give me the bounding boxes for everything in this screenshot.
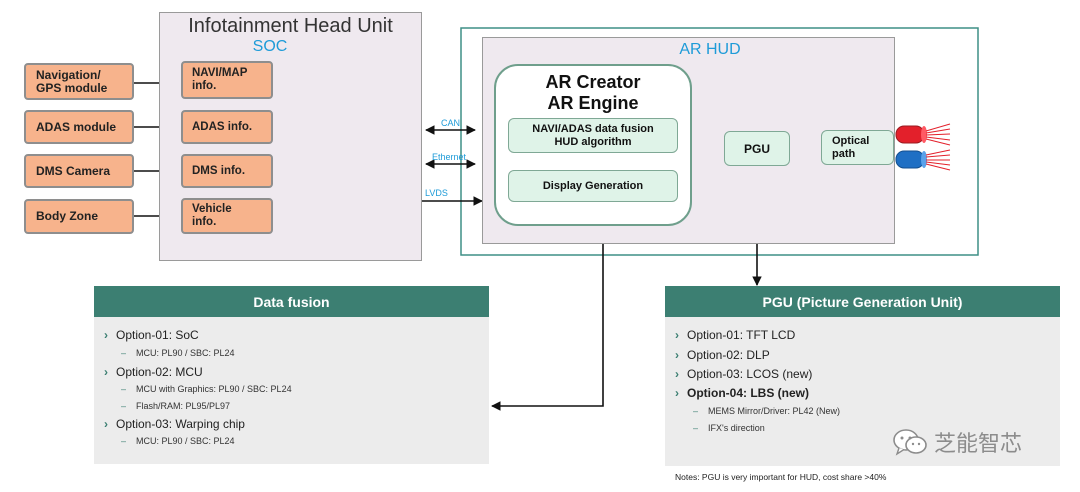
chevron-right-icon: ›: [104, 365, 108, 379]
watermark-text: 芝能智芯: [934, 432, 1023, 457]
soc-vehicle-info: Vehicle info.: [181, 198, 273, 234]
dash-icon: –: [693, 406, 699, 416]
lvds-bus-label: LVDS: [425, 188, 448, 198]
ar-hud-title: AR HUD: [679, 41, 741, 58]
soc-adas-info: ADAS info.: [181, 110, 273, 144]
soc-label: SOC: [252, 38, 288, 55]
dms-camera-module: DMS Camera: [24, 154, 134, 188]
pgu-option-4: › Option-04: LBS (new): [675, 386, 809, 400]
data-fusion-option-3-sub-1: –MCU: PL90 / SBC: PL24: [121, 436, 235, 446]
option-label: Option-01: TFT LCD: [687, 328, 796, 342]
data-fusion-option-2: › Option-02: MCU: [104, 365, 203, 379]
red-laser-emitter-icon: [895, 123, 951, 146]
chevron-right-icon: ›: [675, 348, 679, 362]
display-generation-label: Display Generation: [542, 180, 644, 192]
option-label: Option-01: SoC: [116, 328, 199, 342]
sub-label: MCU with Graphics: PL90 / SBC: PL24: [136, 384, 292, 394]
head-unit-title: Infotainment Head Unit: [188, 15, 393, 37]
option-label: Option-03: LCOS (new): [687, 367, 813, 381]
blue-laser-emitter-icon: [895, 149, 951, 171]
dash-icon: –: [121, 348, 127, 358]
display-generation-box: Display Generation: [508, 170, 678, 202]
soc-dms-info-label: DMS info.: [192, 164, 246, 177]
optical-path-box: Optical path: [821, 130, 894, 165]
watermark: 芝能智芯: [892, 426, 1022, 458]
option-label: Option-02: MCU: [116, 365, 203, 379]
soc-navi-map-info: NAVI/MAP info.: [181, 61, 273, 99]
chevron-right-icon: ›: [675, 367, 679, 381]
pgu-option-3: › Option-03: LCOS (new): [675, 367, 812, 381]
ar-engine-title: AR Engine: [547, 93, 639, 113]
wechat-icon: [893, 429, 927, 456]
option-label: Option-03: Warping chip: [116, 417, 245, 431]
dash-icon: –: [121, 384, 127, 394]
data-fusion-header: Data fusion: [94, 286, 489, 317]
body-zone-module: Body Zone: [24, 199, 134, 234]
dms-camera-label: DMS Camera: [36, 163, 111, 178]
data-fusion-option-2-sub-2: –Flash/RAM: PL95/PL97: [121, 401, 230, 411]
pgu-panel-header: PGU (Picture Generation Unit): [665, 286, 1060, 317]
body-zone-label: Body Zone: [36, 209, 98, 223]
soc-dms-info: DMS info.: [181, 154, 273, 188]
data-fusion-header-label: Data fusion: [253, 293, 330, 310]
data-fusion-option-1: › Option-01: SoC: [104, 328, 199, 342]
adas-module: ADAS module: [24, 110, 134, 144]
pgu-option-4-sub-2: –IFX's direction: [693, 423, 765, 433]
data-fusion-option-3: › Option-03: Warping chip: [104, 417, 245, 431]
option-label: Option-02: DLP: [687, 348, 770, 362]
pgu-option-4-sub-1: –MEMS Mirror/Driver: PL42 (New): [693, 406, 840, 416]
soc-vehicle-info-label: Vehicle info.: [192, 203, 232, 228]
chevron-right-icon: ›: [104, 328, 108, 342]
chevron-right-icon: ›: [104, 417, 108, 431]
data-fusion-algorithm-label: NAVI/ADAS data fusion HUD algorithm: [532, 122, 654, 148]
pgu-option-2: › Option-02: DLP: [675, 348, 770, 362]
sub-label: MCU: PL90 / SBC: PL24: [136, 348, 235, 358]
data-fusion-option-1-sub-1: –MCU: PL90 / SBC: PL24: [121, 348, 235, 358]
arrow-creator-to-data-fusion: [491, 226, 604, 411]
can-bus-label: CAN: [441, 118, 461, 128]
pgu-box-label: PGU: [743, 141, 770, 156]
sub-label: MCU: PL90 / SBC: PL24: [136, 436, 235, 446]
chevron-right-icon: ›: [675, 386, 679, 400]
ar-hud-outer-frame: [460, 27, 979, 256]
sub-label: IFX's direction: [708, 423, 765, 433]
navigation-gps-module-label: Navigation/ GPS module: [36, 67, 108, 95]
soc-adas-info-label: ADAS info.: [192, 120, 253, 133]
ar-creator-title: AR Creator: [545, 72, 641, 92]
dash-icon: –: [693, 423, 699, 433]
data-fusion-algorithm-box: NAVI/ADAS data fusion HUD algorithm: [508, 118, 678, 153]
pgu-box: PGU: [724, 131, 790, 166]
data-fusion-option-2-sub-1: –MCU with Graphics: PL90 / SBC: PL24: [121, 384, 292, 394]
sub-label: Flash/RAM: PL95/PL97: [136, 401, 231, 411]
chevron-right-icon: ›: [675, 328, 679, 342]
pgu-option-1: › Option-01: TFT LCD: [675, 328, 795, 342]
notes-text: Notes: PGU is very important for HUD, co…: [675, 472, 887, 482]
option-label: Option-04: LBS (new): [687, 386, 809, 400]
sub-label: MEMS Mirror/Driver: PL42 (New): [708, 406, 841, 416]
navigation-gps-module: Navigation/ GPS module: [24, 63, 134, 100]
optical-path-label: Optical path: [832, 134, 870, 160]
pgu-panel-header-label: PGU (Picture Generation Unit): [762, 293, 963, 310]
dash-icon: –: [121, 401, 127, 411]
soc-navi-map-info-label: NAVI/MAP info.: [192, 67, 248, 92]
dash-icon: –: [121, 436, 127, 446]
adas-module-label: ADAS module: [36, 119, 117, 134]
ethernet-bus-label: Ethernet: [432, 152, 467, 162]
